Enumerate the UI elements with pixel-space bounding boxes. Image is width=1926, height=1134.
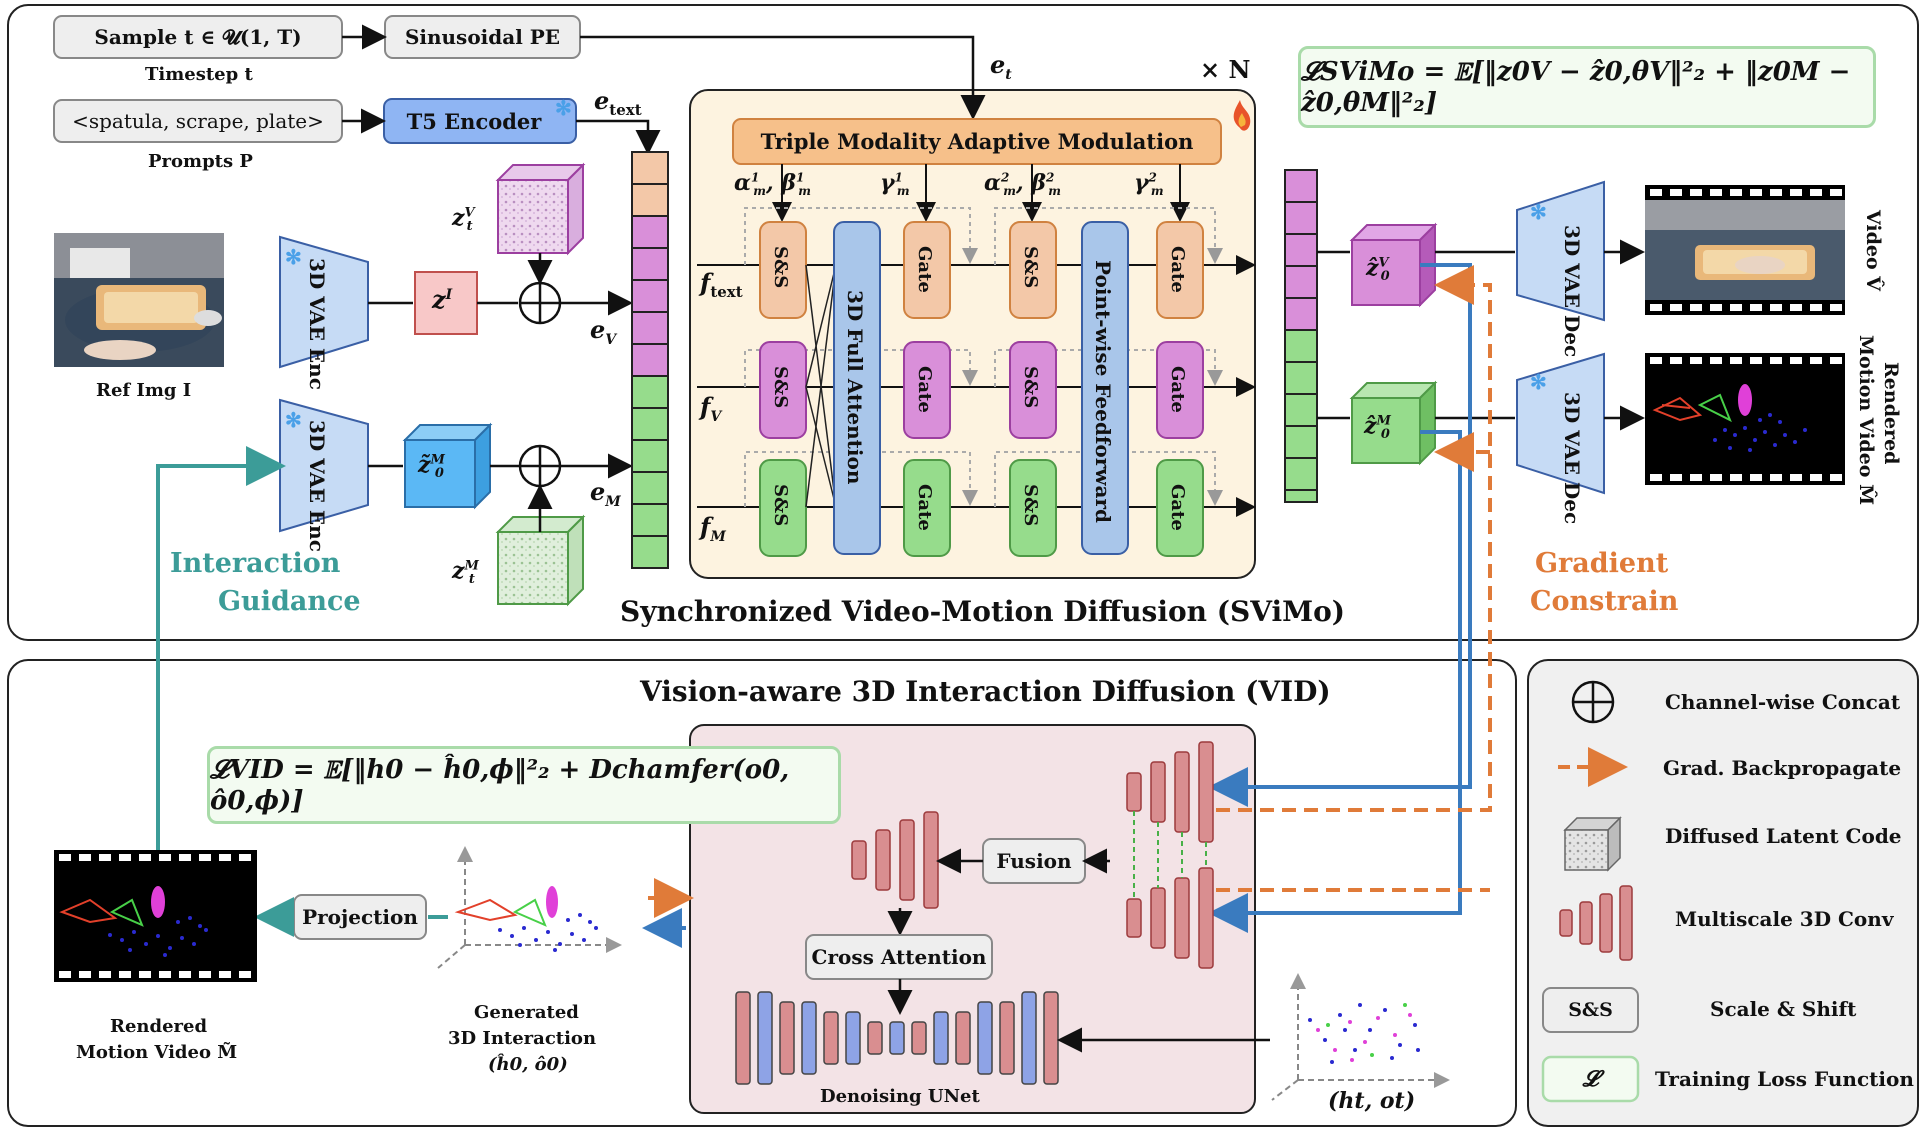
ss-m-2 (1009, 459, 1057, 557)
legend-ss-box (1542, 987, 1639, 1033)
gate-m-2 (1156, 459, 1204, 557)
projection-box (293, 894, 427, 940)
gate-text-2 (1156, 221, 1204, 319)
vae-decoder-top (1516, 180, 1605, 322)
gate-text-1 (903, 221, 951, 319)
z0M-hat-cube (1349, 380, 1438, 466)
ffn-block (1081, 221, 1129, 555)
cross-attention-box (805, 934, 993, 980)
t5-box (383, 98, 577, 144)
video-output-frame (1645, 185, 1845, 315)
legend-loss-box (1541, 1055, 1640, 1103)
ss-v-1 (759, 341, 807, 439)
noisy-point-cloud (1271, 973, 1450, 1101)
ztM-cube (495, 514, 586, 607)
fusion-box (982, 838, 1086, 884)
ss-text-2 (1009, 221, 1057, 319)
multiscale-conv-fused (851, 811, 939, 909)
prompt-box (53, 99, 343, 143)
trainable-flame-icon (1233, 100, 1251, 131)
ss-m-1 (759, 459, 807, 557)
legend-concat-icon (1571, 680, 1615, 724)
gate-v-1 (903, 341, 951, 439)
z0M-tilde-cube (402, 422, 493, 510)
pe-box (384, 15, 581, 59)
ss-v-2 (1009, 341, 1057, 439)
vae-decoder-bottom (1516, 352, 1605, 495)
concat-bottom (518, 444, 562, 488)
sample-box (53, 15, 343, 59)
vae-encoder-top (279, 235, 369, 369)
ztV-cube (495, 162, 586, 256)
denoising-unet (735, 991, 1059, 1085)
zI-box (414, 271, 478, 335)
vae-encoder-bottom (279, 398, 369, 533)
multiscale-conv-lower (1126, 867, 1214, 969)
gate-v-2 (1156, 341, 1204, 439)
vid-block (689, 724, 1256, 1114)
ref-image (54, 233, 224, 367)
generated-interaction-cloud (437, 846, 622, 969)
legend-multiscale-icon (1559, 885, 1633, 961)
rendered-motion-video-frame (54, 850, 257, 982)
motion-output-frame (1645, 353, 1845, 485)
concat-top (518, 281, 562, 325)
multiscale-conv-upper (1126, 741, 1214, 843)
attention-block (833, 221, 881, 555)
legend-diffused-icon (1563, 816, 1622, 872)
token-column-input (631, 151, 669, 569)
token-column-output (1284, 169, 1318, 503)
modulation-box (732, 118, 1222, 165)
ss-text-1 (759, 221, 807, 319)
gate-m-1 (903, 459, 951, 557)
